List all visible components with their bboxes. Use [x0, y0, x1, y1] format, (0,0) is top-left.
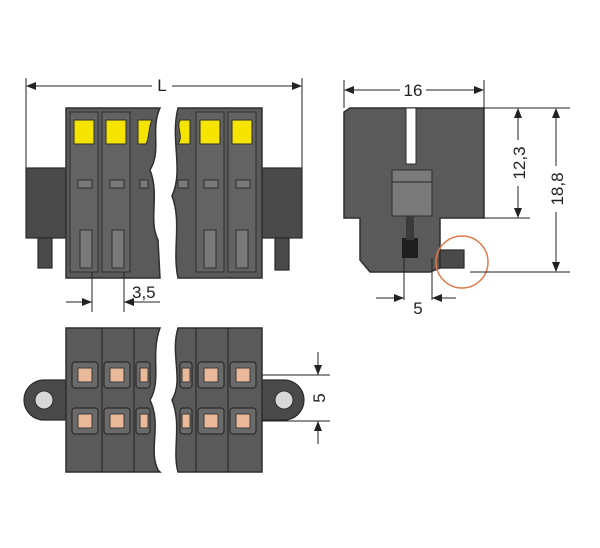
width-label: 16 [404, 81, 423, 100]
release-button [137, 119, 153, 145]
dimension-row-pitch: 5 [262, 352, 330, 444]
bottom-housing-left [65, 327, 162, 473]
front-poles-left [69, 111, 153, 273]
release-button [199, 119, 221, 145]
bottom-housing-right [171, 327, 263, 473]
release-button [105, 119, 127, 145]
contact [235, 367, 251, 383]
contact [181, 413, 191, 429]
contact [203, 367, 219, 383]
release-button [231, 119, 253, 145]
left-screw [37, 237, 53, 269]
right-screw [274, 237, 290, 271]
contact [203, 413, 219, 429]
side-pin [402, 238, 418, 258]
left-flange [25, 167, 67, 239]
side-center-slot [405, 107, 417, 165]
dimension-width: 16 [343, 80, 485, 108]
height-inner-label: 12,3 [510, 146, 529, 179]
contact-row-top [71, 361, 257, 389]
front-view: L 3,5 [25, 74, 303, 312]
dimension-height-total: 18,8 [470, 107, 570, 273]
row-pitch-label: 5 [310, 393, 329, 402]
side-pin-top [406, 216, 414, 240]
dimension-pitch: 3,5 [66, 272, 160, 312]
release-button [73, 119, 95, 145]
offset-label: 5 [413, 299, 422, 318]
contact-row-bottom [71, 407, 257, 435]
right-mounting-hole [274, 390, 294, 410]
detail-highlight-circle [435, 235, 489, 289]
bottom-view: 5 [23, 327, 330, 473]
contact [235, 413, 251, 429]
pitch-label: 3,5 [132, 283, 156, 302]
length-label: L [157, 76, 166, 95]
dimension-height-inner: 12,3 [484, 107, 530, 219]
side-contact-window [391, 169, 433, 217]
contact [77, 367, 93, 383]
dimension-length: L [25, 74, 303, 168]
contact [77, 413, 93, 429]
side-latch [439, 249, 465, 269]
release-button [177, 119, 191, 145]
contact [109, 413, 125, 429]
contact [181, 367, 191, 383]
front-poles-right [177, 111, 257, 273]
right-flange [261, 167, 303, 239]
contact [139, 413, 149, 429]
dimension-offset: 5 [376, 294, 456, 318]
left-mounting-hole [34, 390, 54, 410]
side-view: 16 12,3 18,8 5 [343, 80, 570, 318]
height-total-label: 18,8 [548, 172, 567, 205]
contact [109, 367, 125, 383]
contact [139, 367, 149, 383]
